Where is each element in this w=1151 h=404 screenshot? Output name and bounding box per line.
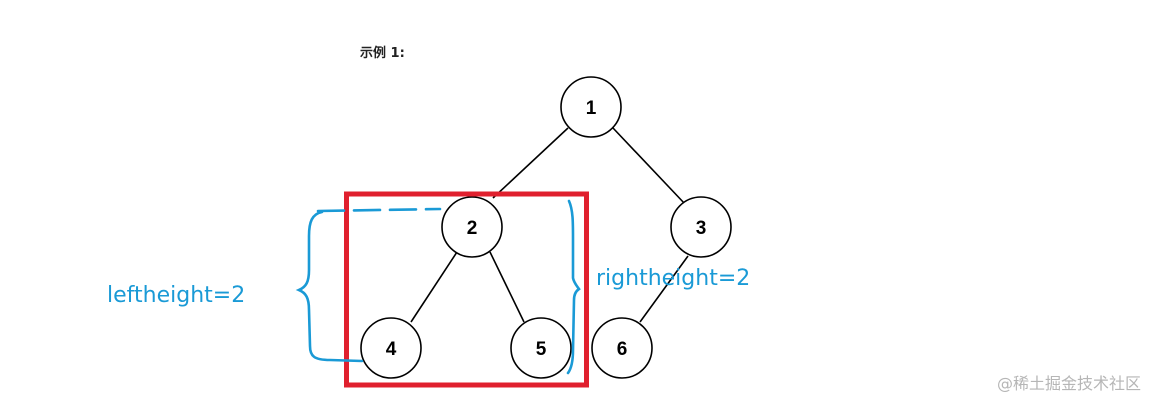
edge-2-5 [489, 251, 525, 323]
node-label-3: 3 [696, 218, 707, 239]
height-annotations [295, 199, 581, 375]
node-label-6: 6 [617, 339, 628, 360]
tree-node-3: 3 [670, 196, 732, 258]
left-curly-brace [295, 210, 364, 363]
subtree-highlight-box [344, 191, 589, 388]
node-label-5: 5 [536, 339, 547, 360]
example-heading: 示例 1: [360, 46, 405, 61]
top-dashed-line [316, 207, 442, 213]
tree-edges [410, 127, 689, 323]
node-label-4: 4 [386, 339, 397, 360]
edge-2-4 [410, 251, 458, 323]
edge-1-3 [612, 127, 686, 205]
tree-node-2: 2 [441, 196, 503, 258]
node-label-2: 2 [467, 218, 478, 239]
right-height-label: rightheight=2 [596, 266, 750, 291]
node-label-1: 1 [586, 98, 597, 119]
tree-node-4: 4 [360, 317, 422, 379]
tree-node-6: 6 [591, 317, 653, 379]
edge-1-2 [492, 127, 569, 199]
tree-node-1: 1 [560, 76, 622, 138]
right-brace [566, 199, 581, 375]
watermark: @稀土掘金技术社区 [996, 374, 1141, 393]
tree-node-5: 5 [510, 317, 572, 379]
edge-3-6 [639, 255, 689, 323]
left-height-label: leftheight=2 [107, 283, 245, 308]
